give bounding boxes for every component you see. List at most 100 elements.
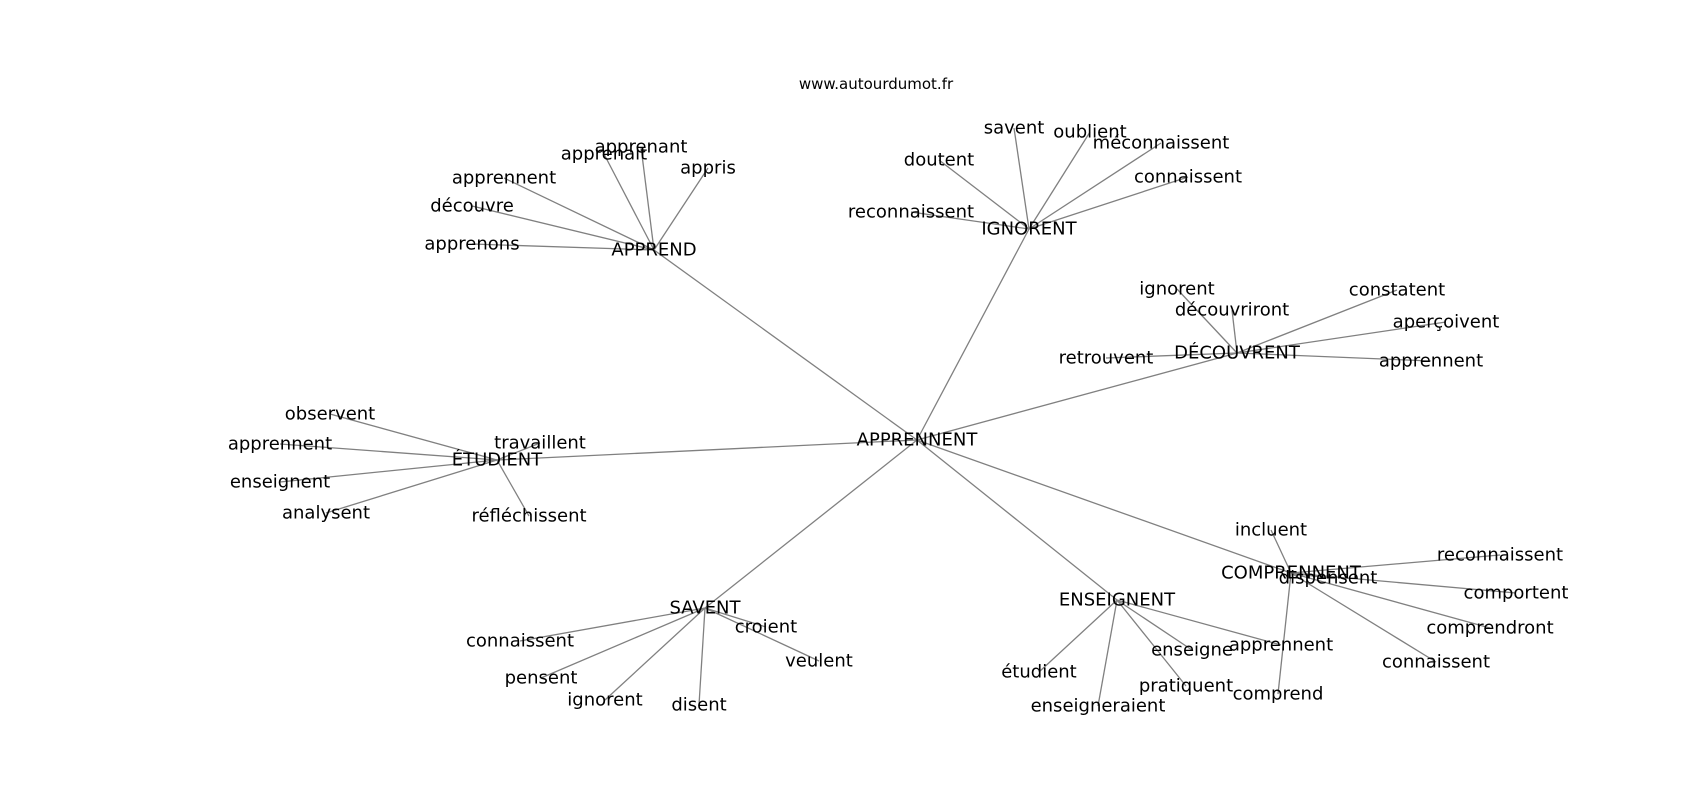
leaf-node-etudient: étudient: [1001, 662, 1077, 683]
hub-node-decouvrent: DÉCOUVRENT: [1174, 342, 1301, 364]
hub-node-ignorent: IGNORENT: [981, 219, 1077, 240]
leaf-node-apprennent: apprennent: [228, 434, 332, 455]
leaf-node-incluent: incluent: [1235, 520, 1307, 541]
hub-node-apprend: APPREND: [611, 240, 696, 261]
edge-apprend-decouvre: [471, 205, 655, 251]
edge-etudient-observent: [329, 413, 498, 461]
edge-comprennent-incluent: [1270, 529, 1292, 574]
leaf-node-pensent: pensent: [505, 668, 578, 689]
edge-savent-pensent: [540, 607, 706, 679]
edge-enseignent-enseigne: [1116, 599, 1193, 651]
edge-comprennent-comportent: [1290, 572, 1517, 594]
edge-ignorent-savent: [1013, 127, 1030, 230]
leaf-node-decouvre: découvre: [430, 196, 514, 217]
edge-decouvrent-apprennent: [1236, 352, 1432, 362]
leaf-node-decouvriront: découvriront: [1175, 300, 1289, 321]
edge-comprennent-connaissent: [1290, 572, 1437, 663]
edge-apprend-apprenons: [471, 243, 655, 251]
edge-etudient-reflechissent: [496, 459, 530, 517]
root-node-label: APPRENNENT: [857, 430, 979, 451]
edge-savent-croient: [704, 607, 767, 628]
edge-decouvrent-retrouvent: [1105, 352, 1238, 359]
leaf-node-oublient: oublient: [1053, 122, 1126, 143]
edge-root-comprennent: [916, 439, 1292, 574]
leaf-node-constatent: constatent: [1349, 280, 1445, 301]
leaf-node-apprenant: apprenant: [595, 137, 688, 158]
leaf-node-dispensent: dispensent: [1279, 568, 1378, 589]
edge-decouvrent-constatent: [1236, 289, 1398, 354]
edge-enseignent-enseigneraient: [1097, 599, 1118, 707]
hub-node-comprennent: COMPRENNENT: [1221, 563, 1362, 584]
edge-ignorent-connaissent: [1028, 176, 1189, 230]
leaf-node-connaissent: connaissent: [1382, 652, 1490, 673]
leaf-node-apprennent: apprennent: [452, 168, 556, 189]
edge-apprend-apprenant: [640, 146, 655, 251]
leaf-node-observent: observent: [285, 404, 375, 425]
leaf-node-disent: disent: [671, 695, 726, 716]
edge-apprend-appris: [653, 167, 709, 251]
leaf-node-apprenons: apprenons: [424, 234, 519, 255]
edge-apprend-apprennent: [503, 177, 655, 251]
edge-ignorent-doutent: [938, 159, 1030, 230]
leaf-node-analysent: analysent: [282, 503, 370, 524]
edge-enseignent-pratiquent: [1116, 599, 1187, 687]
leaf-node-enseigneraient: enseigneraient: [1031, 696, 1166, 717]
edge-ignorent-meconnaissent: [1028, 142, 1162, 230]
leaf-node-apprennent: apprennent: [1379, 351, 1483, 372]
edge-decouvrent-decouvriront: [1231, 309, 1238, 354]
site-url: www.autourdumot.fr: [799, 75, 954, 93]
edge-savent-disent: [698, 607, 706, 706]
leaf-node-connaissent: connaissent: [466, 631, 574, 652]
edge-decouvrent-ignorent: [1176, 288, 1238, 354]
edge-apprend-apprenait: [603, 153, 655, 251]
leaf-node-enseignent: enseignent: [230, 472, 330, 493]
leaf-node-pratiquent: pratiquent: [1139, 676, 1233, 697]
edge-etudient-travaillent: [496, 442, 541, 461]
edge-decouvrent-apercoivent: [1236, 321, 1447, 354]
edge-root-decouvrent: [916, 352, 1238, 441]
leaf-node-meconnaissent: méconnaissent: [1093, 133, 1230, 154]
edges: [279, 127, 1517, 707]
edge-savent-ignorent: [604, 607, 706, 701]
leaf-node-reflechissent: réfléchissent: [471, 506, 586, 527]
hub-node-enseignent: ENSEIGNENT: [1059, 590, 1176, 611]
edge-comprennent-comprendront: [1290, 572, 1491, 629]
edge-ignorent-reconnaissent: [910, 211, 1030, 230]
leaf-node-travaillent: travaillent: [494, 433, 586, 454]
leaf-node-apercoivent: aperçoivent: [1393, 312, 1500, 333]
leaf-node-reconnaissent: reconnaissent: [848, 202, 974, 223]
edge-etudient-enseignent: [279, 459, 498, 483]
edge-comprennent-reconnaissent: [1290, 554, 1501, 574]
hub-node-etudient: ÉTUDIENT: [452, 449, 544, 471]
edge-enseignent-apprennent: [1116, 599, 1282, 646]
edge-ignorent-oublient: [1028, 131, 1091, 230]
edge-root-etudient: [496, 439, 918, 461]
leaf-node-appris: appris: [680, 158, 736, 179]
edge-root-ignorent: [916, 228, 1030, 441]
leaf-node-enseigne: enseigne: [1151, 640, 1233, 661]
edge-etudient-analysent: [325, 459, 498, 514]
leaf-node-reconnaissent: reconnaissent: [1437, 545, 1563, 566]
edge-root-enseignent: [916, 439, 1118, 601]
leaf-node-ignorent: ignorent: [567, 690, 642, 711]
leaf-node-connaissent: connaissent: [1134, 167, 1242, 188]
leaf-node-veulent: veulent: [785, 651, 853, 672]
leaf-node-croient: croient: [735, 617, 797, 638]
edge-savent-veulent: [704, 607, 820, 662]
hub-node-savent: SAVENT: [669, 598, 741, 619]
leaf-node-comprend: comprend: [1233, 684, 1324, 705]
edge-savent-connaissent: [519, 607, 706, 642]
leaf-node-retrouvent: retrouvent: [1059, 348, 1154, 369]
edge-root-savent: [704, 439, 918, 609]
leaf-node-savent: savent: [984, 118, 1045, 139]
leaf-node-apprennent: apprennent: [1229, 635, 1333, 656]
edge-enseignent-etudient: [1038, 599, 1118, 673]
leaf-node-apprenait: apprenait: [561, 144, 647, 165]
labels: www.autourdumot.fr APPRENNENT APPREND appr…: [228, 75, 1569, 717]
leaf-node-comprendront: comprendront: [1426, 618, 1553, 639]
edge-comprennent-comprend: [1277, 572, 1292, 695]
leaf-node-ignorent: ignorent: [1139, 279, 1214, 300]
leaf-node-doutent: doutent: [904, 150, 974, 171]
edge-etudient-apprennent: [279, 443, 498, 461]
